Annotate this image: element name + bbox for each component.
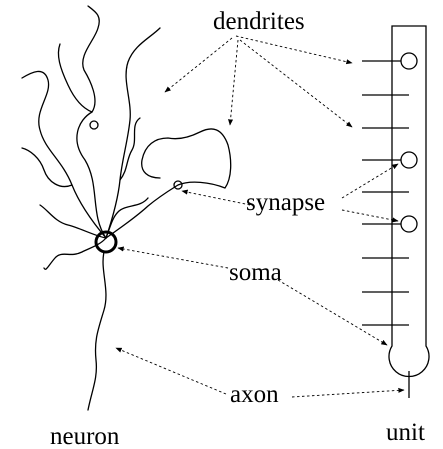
- synapse-arrow: [342, 164, 398, 198]
- label-neuron: neuron: [50, 423, 120, 449]
- dendrites-arrow: [240, 40, 352, 127]
- synapse-arrow: [342, 210, 398, 221]
- soma-circle: [96, 232, 116, 252]
- dendrite-branch: [22, 148, 72, 187]
- dendrites-arrow: [236, 36, 352, 63]
- label-synapse: synapse: [246, 189, 325, 216]
- unit-drawing: [362, 26, 429, 398]
- dendrite-branch: [58, 44, 92, 112]
- label-unit: unit: [386, 419, 425, 446]
- unit-body: [389, 26, 429, 377]
- synapse-terminal: [90, 121, 98, 129]
- soma-arrow: [118, 248, 228, 268]
- axon-line: [88, 252, 106, 410]
- dendrite-branch: [106, 129, 231, 238]
- soma-arrow: [278, 280, 387, 345]
- dendrite-branch: [106, 28, 160, 238]
- label-axon: axon: [230, 381, 279, 408]
- axon-arrow: [292, 390, 404, 397]
- unit-weight-circle: [401, 152, 417, 168]
- arrows: [116, 36, 404, 397]
- axon-arrow: [116, 348, 226, 394]
- synapse-arrow: [182, 191, 250, 205]
- neuron-drawing: [22, 6, 231, 410]
- dendrites-arrow: [230, 40, 238, 125]
- label-soma: soma: [229, 259, 282, 286]
- label-dendrites: dendrites: [213, 8, 305, 35]
- dendrites-arrow: [165, 38, 232, 92]
- unit-weight-circle: [401, 216, 417, 232]
- unit-weight-circle: [401, 53, 417, 69]
- dendrite-branch: [120, 118, 140, 180]
